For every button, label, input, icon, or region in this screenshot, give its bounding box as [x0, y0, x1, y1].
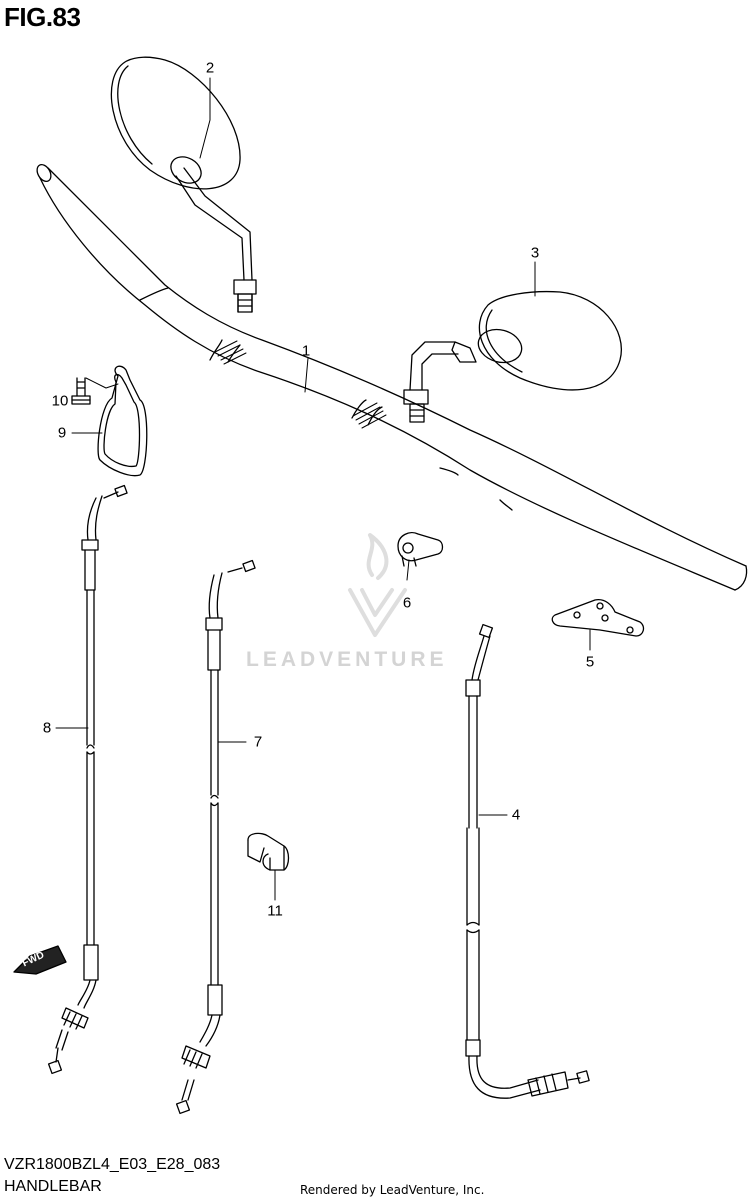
callout-3[interactable]: 3: [530, 244, 540, 262]
clip-9[interactable]: [97, 365, 148, 477]
callout-10[interactable]: 10: [51, 392, 69, 410]
render-credit: Rendered by LeadVenture, Inc.: [300, 1183, 485, 1197]
section-name: HANDLEBAR: [4, 1178, 102, 1195]
clamp-11[interactable]: [247, 832, 290, 871]
model-code: VZR1800BZL4_E03_E28_083: [4, 1156, 221, 1173]
grip-band-left: [214, 340, 247, 365]
callout-4[interactable]: 4: [511, 806, 521, 824]
watermark-text: LEADVENTURE: [246, 648, 448, 671]
watermark-logo: [348, 533, 407, 637]
cable-7[interactable]: [175, 559, 256, 1115]
mirror-right[interactable]: [403, 290, 622, 423]
callout-7[interactable]: 7: [253, 733, 263, 751]
cable-8[interactable]: [47, 484, 128, 1075]
clamp-6[interactable]: [397, 531, 444, 567]
callout-8[interactable]: 8: [42, 719, 52, 737]
bracket-5[interactable]: [551, 599, 645, 637]
callout-1[interactable]: 1: [301, 342, 311, 360]
callout-9[interactable]: 9: [57, 424, 67, 442]
leader-lines: [55, 77, 591, 901]
callout-2[interactable]: 2: [205, 59, 215, 77]
fwd-arrow-icon: [13, 945, 67, 975]
callout-6[interactable]: 6: [402, 594, 412, 612]
handlebar[interactable]: [34, 162, 748, 591]
grip-band-right: [352, 402, 387, 429]
mirror-left[interactable]: [110, 56, 257, 313]
figure-title: FIG.83: [4, 2, 81, 32]
callout-5[interactable]: 5: [585, 653, 595, 671]
callout-11[interactable]: 11: [267, 902, 283, 920]
cable-4[interactable]: [465, 623, 590, 1099]
